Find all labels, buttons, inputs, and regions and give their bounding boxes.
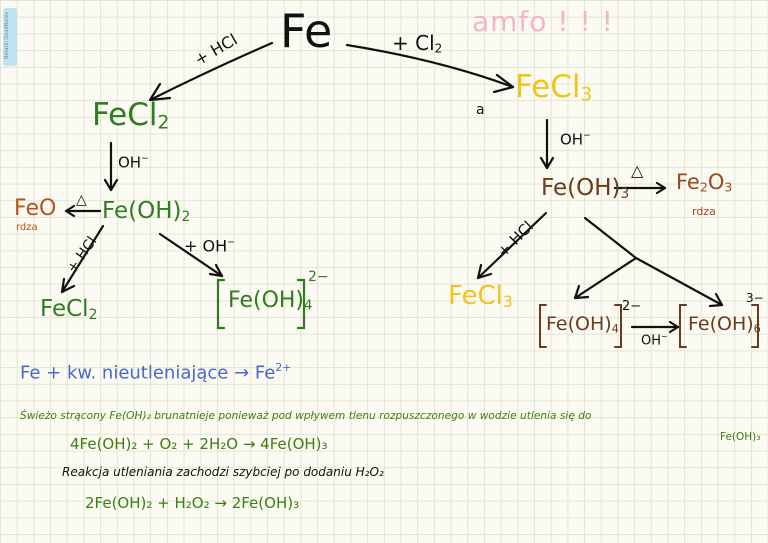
feoh2-text: Fe(OH) [102, 198, 182, 224]
amfo-note: amfo ! ! ! [472, 5, 614, 38]
fe2o3-sub1: 2 [699, 179, 708, 195]
oh-label-right: OH− [560, 132, 591, 147]
fecl3-product: FeCl3 [515, 72, 592, 105]
equation-1: 4Fe(OH)₂ + O₂ + 2H₂O → 4Fe(OH)₃ [70, 435, 328, 453]
feoh4-charge: 2− [308, 269, 329, 285]
feoh6-complex: Fe(OH)6 [688, 315, 761, 335]
arrow-feoh2-to-complex [158, 232, 224, 278]
feoh3-sub: 3 [620, 185, 630, 202]
cl2-label: + Cl2 [392, 33, 442, 54]
feo-note: rdza [16, 222, 38, 233]
oh-sup: − [141, 154, 149, 164]
side-tab: Notatki GoodNotes [3, 8, 17, 66]
arrow-split-right [634, 256, 724, 307]
equation-2: 2Fe(OH)₂ + H₂O₂ → 2Fe(OH)₃ [85, 494, 300, 512]
note-line-1-text: Fe + kw. nieutleniające → Fe [20, 362, 276, 384]
fecl2-sub: 2 [157, 112, 170, 134]
fecl3-text: FeCl [515, 69, 581, 105]
complex1-charge: 2− [622, 299, 642, 314]
fe2o3-product: Fe2O3 [676, 172, 732, 194]
cl2-sub: 2 [434, 41, 443, 56]
bracket-right-complex [296, 278, 306, 330]
arrow-head [573, 284, 590, 300]
feoh2-sub: 2 [181, 208, 191, 225]
arrow-head [708, 292, 724, 308]
arrow-head [668, 320, 680, 334]
fecl3b-text: FeCl [448, 281, 503, 311]
fe2o3-fe: Fe [676, 170, 700, 194]
oh2-sup: − [227, 237, 236, 248]
arrow-feoh2-to-fecl2 [60, 224, 105, 294]
oh-right-text: OH [560, 130, 584, 149]
heat-triangle-left: △ [76, 192, 87, 208]
fecl2b-sub: 2 [88, 306, 98, 323]
arrow-head [148, 82, 172, 102]
oh-label-left-2: + OH− [184, 238, 235, 255]
arrow-feoh3-to-fecl3 [476, 211, 548, 280]
arrow-fe-to-fecl2 [148, 41, 274, 102]
bracket-complex1-left [539, 304, 547, 348]
complex2-text: Fe(OH) [688, 313, 754, 335]
feoh4-complex-right: Fe(OH)4 [546, 315, 619, 335]
note-line-2: Świeżo strącony Fe(OH)₂ brunatnieje poni… [20, 410, 592, 422]
fe2o3-o: O [707, 170, 725, 194]
feoh3-text: Fe(OH) [541, 175, 621, 201]
cl2-text: + Cl [392, 31, 435, 55]
bracket-left-complex [216, 278, 226, 330]
a-mark: a [476, 102, 485, 118]
bracket-complex1-right [614, 304, 622, 348]
fe2o3-note: rdza [692, 205, 716, 218]
oh-text: OH [118, 153, 142, 172]
feoh3-product: Fe(OH)3 [541, 177, 629, 202]
fe2o3-sub2: 3 [724, 179, 733, 195]
note-line-2-tail: Fe(OH)₃ [720, 431, 761, 443]
fecl3-sub: 3 [580, 84, 593, 106]
complex1-sub: 4 [611, 321, 619, 336]
arrow-head [492, 73, 515, 94]
oh-mid-sup: − [661, 332, 668, 341]
fecl3b-sub: 3 [502, 293, 513, 312]
arrow-fe-to-fecl3 [345, 43, 515, 89]
complex1-text: Fe(OH) [546, 313, 612, 335]
fe-title: Fe [280, 4, 333, 58]
note-line-3: Reakcja utleniania zachodzi szybciej po … [62, 465, 384, 479]
fecl2-product-2: FeCl2 [40, 298, 97, 323]
complex-sub: 4 [304, 298, 313, 314]
oh-mid-text: OH [641, 333, 662, 349]
arrow-head [103, 178, 119, 192]
oh-label-left: OH− [118, 155, 149, 170]
bracket-complex2-left [679, 304, 687, 348]
arrow-split-left [573, 256, 638, 300]
fecl3-product-2: FeCl3 [448, 283, 513, 311]
arrow-head [60, 277, 76, 294]
fecl2-product: FeCl2 [92, 100, 169, 133]
oh2-text: + OH [184, 236, 228, 256]
arrow-head [539, 156, 555, 170]
arrow-head [208, 263, 224, 278]
arrow-head [64, 204, 76, 218]
feo-product: FeO [14, 196, 57, 221]
complex2-sub: 6 [753, 321, 761, 336]
arrow-feoh3-split [583, 216, 638, 260]
bracket-complex2-right [751, 304, 759, 348]
feoh2-product: Fe(OH)2 [102, 200, 190, 225]
arrow-head [655, 181, 667, 195]
heat-triangle-right: △ [631, 161, 644, 180]
complex2-charge: 3− [746, 291, 764, 305]
fecl2-text: FeCl [92, 97, 158, 133]
note-line-1: Fe + kw. nieutleniające → Fe2+ [20, 361, 292, 384]
oh-right-sup: − [583, 131, 591, 141]
note-line-1-sup: 2+ [275, 361, 292, 374]
complex-text: Fe(OH) [228, 288, 305, 313]
arrow-head [476, 263, 493, 280]
fecl2b-text: FeCl [40, 296, 89, 322]
oh-label-mid: OH− [641, 332, 668, 349]
feoh4-complex: Fe(OH)4 [228, 290, 312, 313]
